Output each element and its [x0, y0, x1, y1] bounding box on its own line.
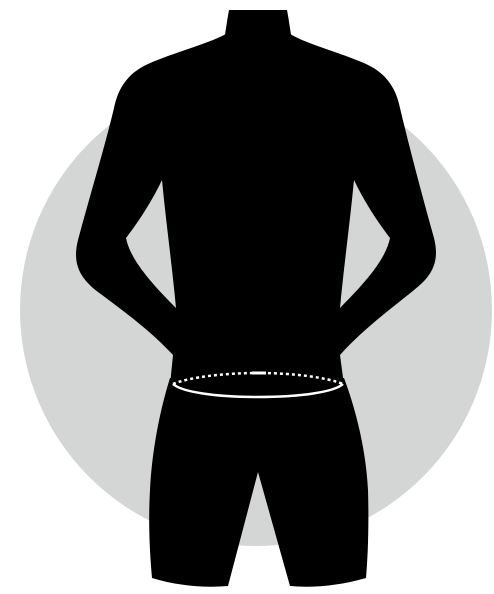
size-guide-svg	[0, 0, 494, 594]
size-guide-illustration	[0, 0, 494, 594]
